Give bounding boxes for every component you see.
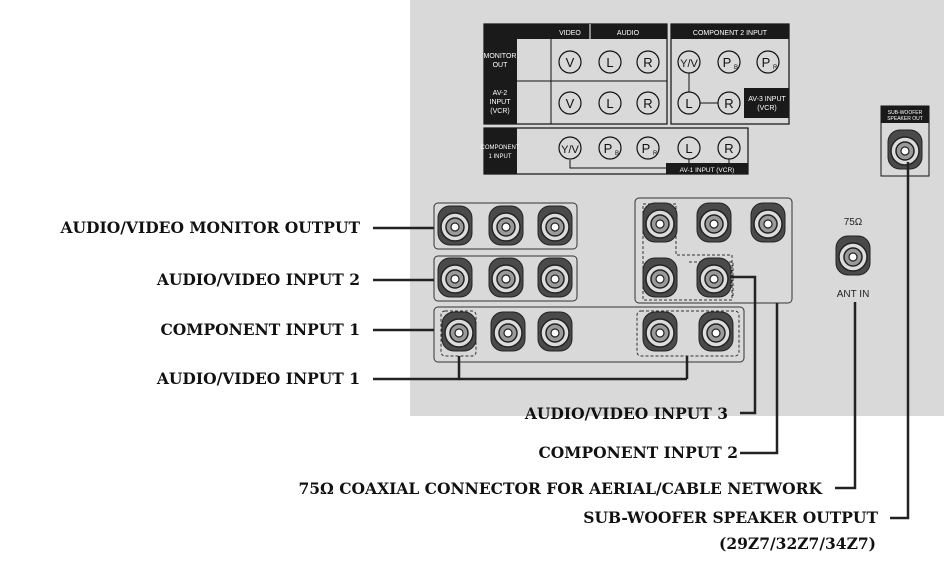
jack-letter-r: R: [724, 96, 733, 111]
rca-jack: [490, 311, 526, 352]
av2-jack-group: [433, 255, 578, 302]
rca-jack: [537, 257, 573, 298]
jack-letter-v: V: [566, 55, 575, 70]
callout-lines: [373, 162, 910, 520]
callout-coaxial: 75Ω COAXIAL CONNECTOR FOR AERIAL/CABLE N…: [298, 479, 822, 498]
label-panel-top: VIDEO AUDIO MONITOR OUT AV-2 INPUT (VCR)…: [483, 23, 668, 125]
av1-label: AV-1 INPUT (VCR): [680, 167, 735, 174]
component1-jack-group: [433, 306, 745, 363]
rca-jack: [696, 202, 732, 243]
av2-label-1: AV-2: [493, 90, 508, 97]
jack-letter-v: V: [566, 96, 575, 111]
av2-label-3: (VCR): [490, 108, 509, 115]
rca-jack: [488, 205, 524, 246]
monitor-out-label-1: MONITOR: [484, 53, 517, 60]
ant-in-label: ANT IN: [837, 289, 870, 300]
callout-labels: AUDIO/VIDEO MONITOR OUTPUT AUDIO/VIDEO I…: [60, 218, 879, 553]
jack-letter-yv: Y/V: [561, 144, 579, 156]
rca-jack: [698, 311, 734, 352]
label-panel-component1: COMPONENT 1 INPUT AV-1 INPUT (VCR) Y/V P…: [481, 127, 749, 175]
subwoofer-block: SUB-WOOFER SPEAKER OUT: [880, 105, 930, 177]
jack-letter-pb-sub: B: [615, 151, 619, 157]
jack-letter-pr: P: [642, 141, 651, 156]
rca-jack: [488, 257, 524, 298]
rca-jack: [537, 205, 573, 246]
component1-label-2: 1 INPUT: [488, 154, 511, 160]
callout-component-input-1: COMPONENT INPUT 1: [160, 320, 360, 339]
rca-jacks: [437, 129, 923, 352]
jack-letter-l: L: [606, 96, 613, 111]
subwoofer-jack: [887, 129, 923, 170]
jack-letter-pr-sub: R: [773, 65, 778, 71]
component2-header: COMPONENT 2 INPUT: [693, 30, 768, 37]
av3-label-1: AV-3 INPUT: [748, 96, 786, 103]
subwoofer-label-2: SPEAKER OUT: [887, 116, 923, 122]
callout-av-input-2: AUDIO/VIDEO INPUT 2: [156, 270, 360, 289]
component2-jack-group: [634, 197, 793, 304]
ohm-75-label: 75Ω: [844, 217, 863, 228]
jack-letter-r: R: [643, 55, 652, 70]
av2-label-2: INPUT: [490, 99, 512, 106]
jack-letter-l: L: [685, 141, 692, 156]
jack-letter-pb: P: [723, 55, 732, 70]
rca-jack: [537, 311, 573, 352]
callout-component-input-2: COMPONENT INPUT 2: [538, 443, 738, 462]
monitor-out-label-2: OUT: [493, 62, 509, 69]
coaxial-block: 75Ω ANT IN: [837, 217, 870, 300]
rca-jack: [437, 257, 473, 298]
callout-subwoofer-models: (29Z7/32Z7/34Z7): [719, 534, 876, 553]
subwoofer-label-1: SUB-WOOFER: [888, 110, 923, 116]
jack-letter-yv: Y/V: [680, 58, 698, 70]
av3-label-2: (VCR): [757, 105, 776, 112]
jack-letter-pb: P: [604, 141, 613, 156]
callout-av-input-3: AUDIO/VIDEO INPUT 3: [524, 404, 728, 423]
monitor-out-jack-group: [433, 202, 578, 250]
label-panel-component2: COMPONENT 2 INPUT AV-3 INPUT (VCR) Y/V P…: [670, 23, 790, 125]
back-panel: [410, 0, 944, 416]
jack-letter-pr: P: [762, 55, 771, 70]
jack-letter-l: L: [685, 96, 692, 111]
jack-letter-l: L: [606, 55, 613, 70]
jack-letter-r: R: [724, 141, 733, 156]
video-header: VIDEO: [559, 30, 581, 37]
callout-av-monitor-output: AUDIO/VIDEO MONITOR OUTPUT: [60, 218, 361, 237]
coaxial-jack: [835, 235, 871, 276]
rca-jack: [642, 202, 678, 243]
callout-av-input-1: AUDIO/VIDEO INPUT 1: [156, 369, 360, 388]
rca-jack: [642, 311, 678, 352]
rca-jack: [437, 205, 473, 246]
rca-jack: [441, 311, 477, 352]
rca-jack: [642, 257, 678, 298]
rca-jack: [750, 202, 786, 243]
callout-subwoofer: SUB-WOOFER SPEAKER OUTPUT: [583, 508, 878, 527]
jack-letter-r: R: [643, 96, 652, 111]
rca-jack: [696, 257, 732, 298]
component1-label-1: COMPONENT: [481, 145, 520, 151]
audio-header: AUDIO: [617, 30, 640, 37]
jack-letter-pb-sub: B: [734, 65, 738, 71]
jack-letter-pr-sub: R: [653, 151, 658, 157]
